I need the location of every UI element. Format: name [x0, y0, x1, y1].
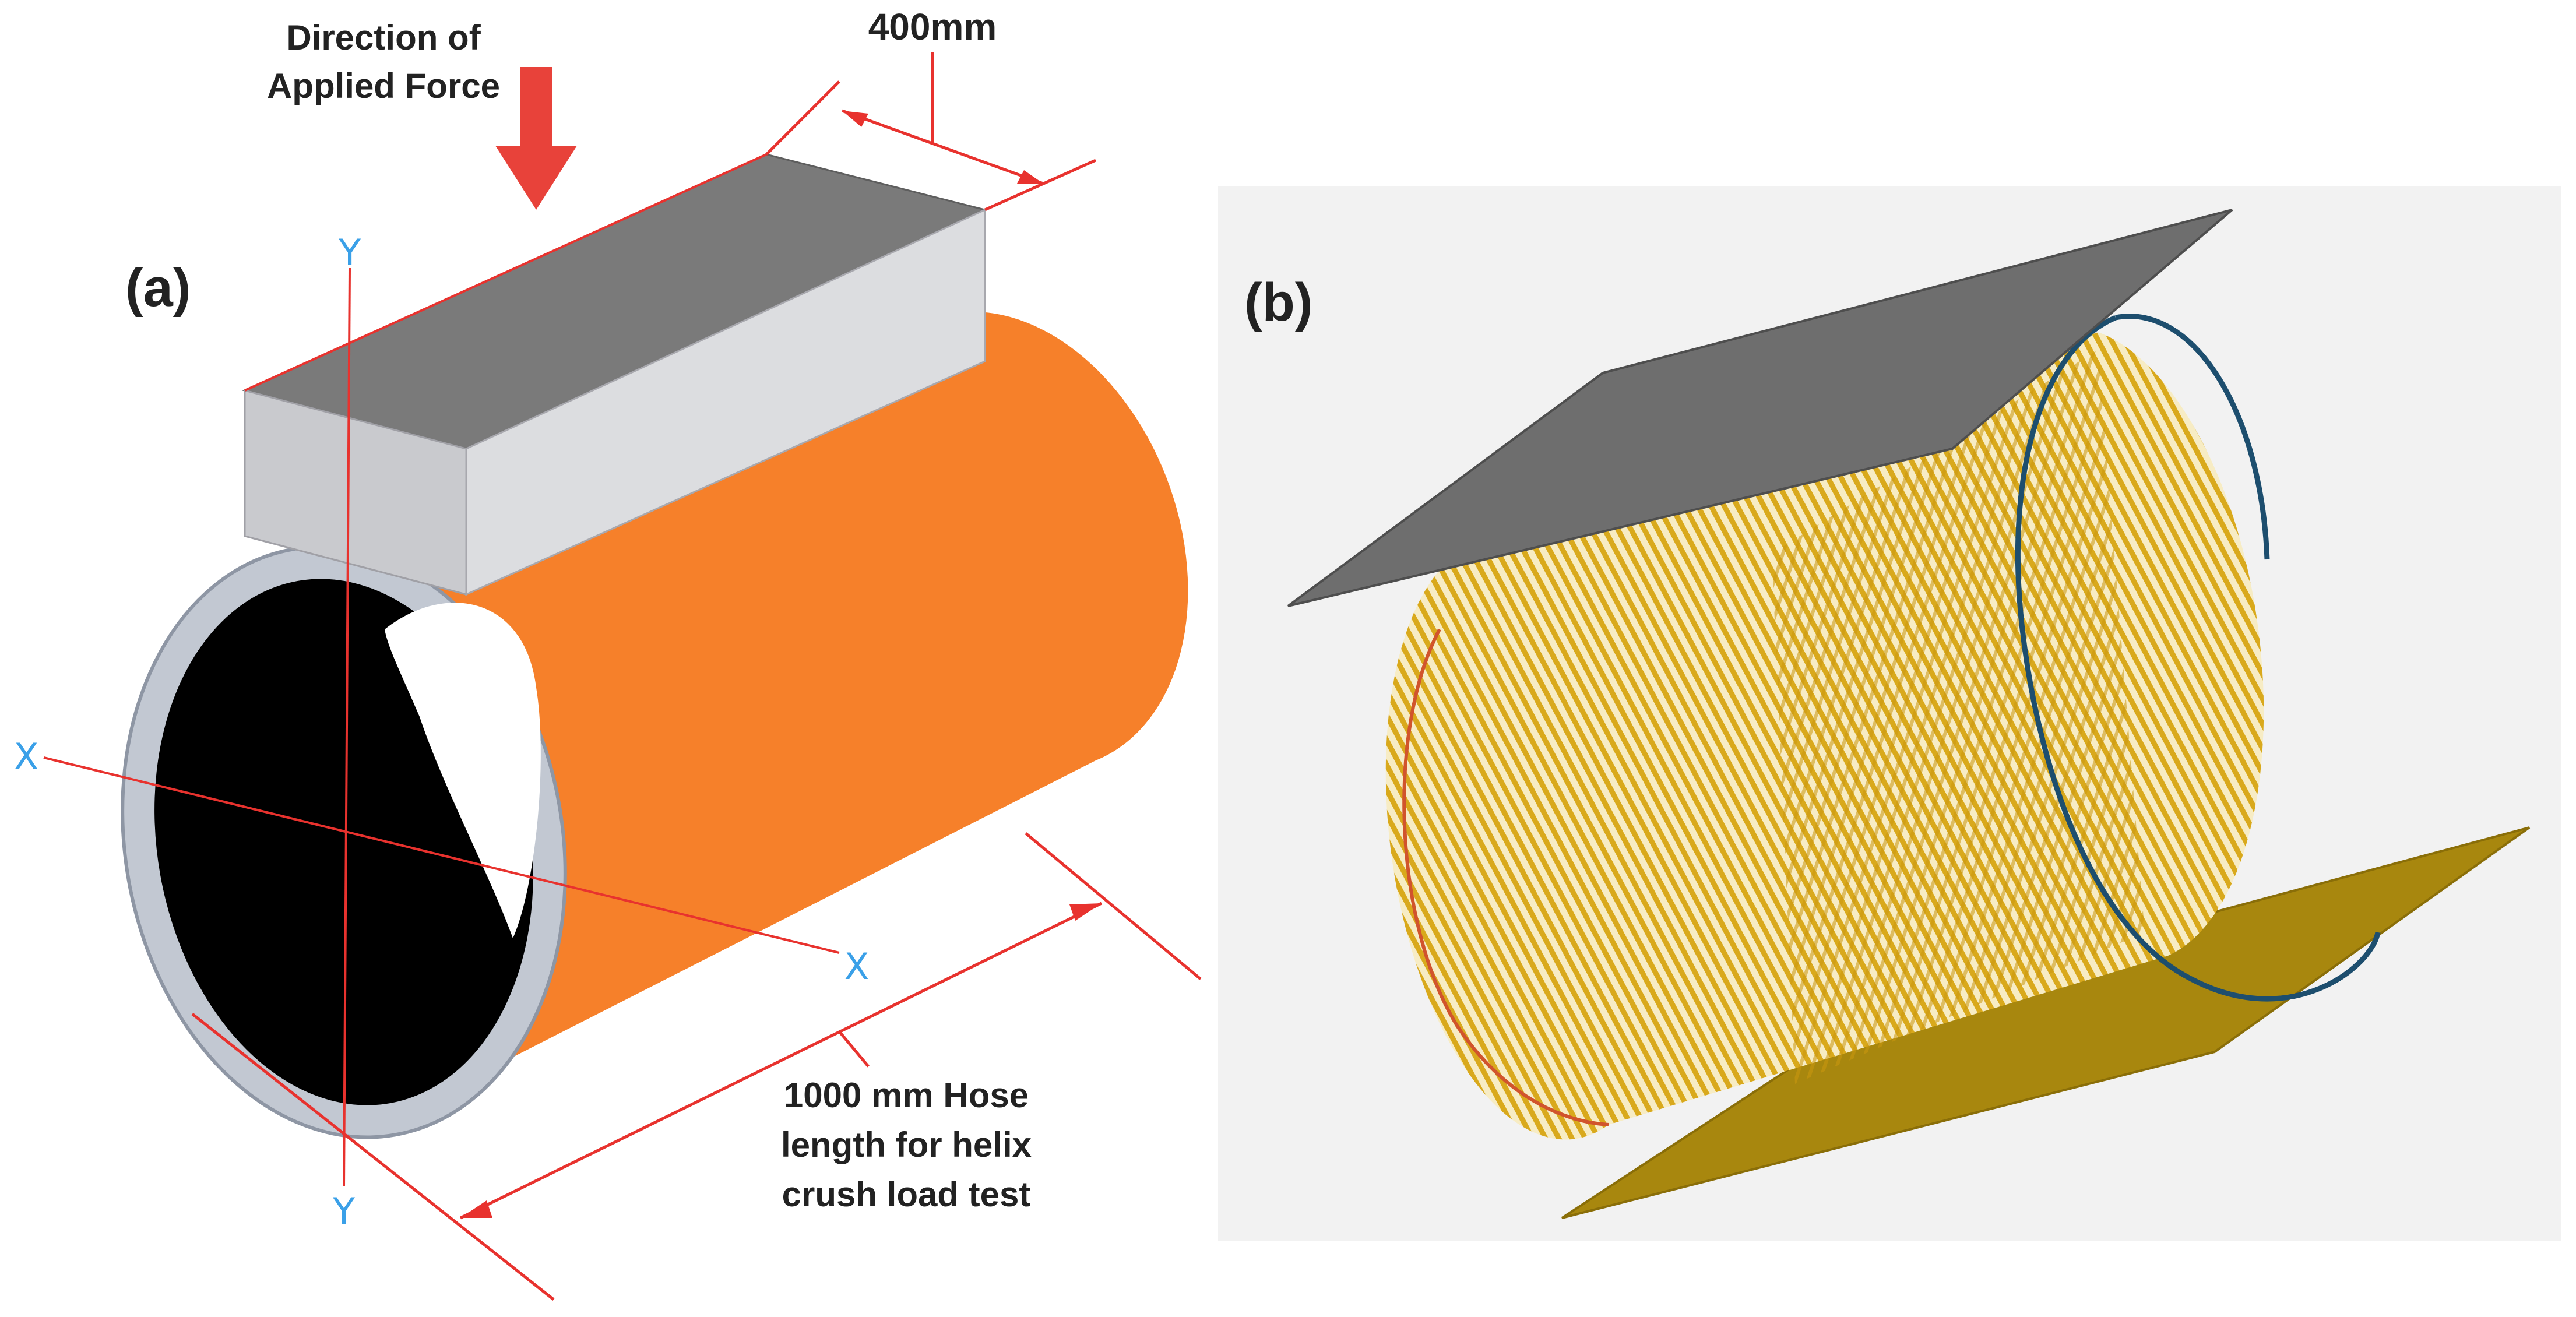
- panel-a-tag: (a): [125, 258, 191, 318]
- length-label-line2: length for helix: [781, 1125, 1032, 1164]
- top-plate: [1287, 209, 2233, 607]
- length-label-line1: 1000 mm Hose: [784, 1076, 1029, 1115]
- x-axis-label-left: X: [14, 735, 38, 778]
- helix-right-end-wire: [2015, 315, 2381, 1002]
- crush-block-side: [465, 208, 986, 596]
- force-arrow: [495, 67, 577, 210]
- panel-a: (a) Direction of Applied Force 400mm 100…: [14, 6, 1202, 1301]
- force-label-line2: Applied Force: [267, 66, 500, 105]
- length-label-line3: crush load test: [782, 1175, 1031, 1214]
- panel-b-tag: (b): [1244, 273, 1312, 332]
- y-axis-label-top: Y: [338, 231, 361, 274]
- panel-b: (b): [1218, 186, 2561, 1241]
- helix-left-edge: [1402, 628, 1609, 1126]
- length-dimension: [191, 832, 1202, 1301]
- axes: [43, 267, 840, 1186]
- x-axis-line: [43, 756, 840, 954]
- y-axis-line: [343, 267, 351, 1186]
- block-edge-highlight: [244, 153, 767, 392]
- width-dimension: [765, 52, 1097, 212]
- x-axis-label-right: X: [844, 945, 869, 988]
- hose-interior-light: [385, 603, 541, 938]
- helix-back-layer: [1772, 350, 2145, 1084]
- helix-right-end-wire-top: [2115, 314, 2270, 560]
- force-label-line1: Direction of: [286, 18, 481, 57]
- width-dimension-label: 400mm: [868, 6, 997, 48]
- y-axis-label-bottom: Y: [332, 1190, 355, 1233]
